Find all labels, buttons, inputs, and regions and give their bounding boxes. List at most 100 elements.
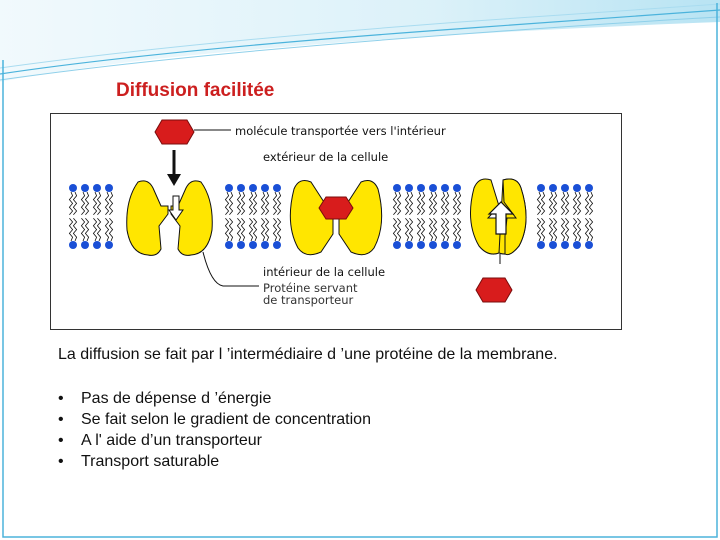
- lipid-tail: [260, 191, 266, 216]
- lipid-tail: [264, 217, 270, 242]
- lipid-tail: [104, 217, 110, 242]
- lipid-tail: [588, 217, 594, 242]
- label-interior: intérieur de la cellule: [263, 265, 385, 279]
- lipid-tail: [452, 191, 458, 216]
- lipid-tail: [240, 217, 246, 242]
- lipid-tail: [432, 191, 438, 216]
- lipid-tail: [428, 217, 434, 242]
- lipid-head: [429, 184, 437, 192]
- bullet-text: Transport saturable: [81, 453, 220, 470]
- bullet-text: Se fait selon le gradient de concentrati…: [81, 411, 371, 428]
- lipid-tail: [396, 217, 402, 242]
- lipid-head: [453, 184, 461, 192]
- lipid-tail: [548, 191, 554, 216]
- lipid-head: [561, 184, 569, 192]
- lipid-tail: [536, 191, 542, 216]
- lipid-head: [585, 241, 593, 249]
- lipid-head: [273, 184, 281, 192]
- lipid-tail: [548, 217, 554, 242]
- lipid-head: [273, 241, 281, 249]
- lipid-head: [453, 241, 461, 249]
- lipid-tail: [272, 191, 278, 216]
- transport-protein-center: [289, 180, 383, 256]
- lipid-head: [81, 184, 89, 192]
- lipid-head: [417, 241, 425, 249]
- lipid-head: [405, 184, 413, 192]
- lipid-head: [573, 184, 581, 192]
- bullet-list: •Pas de dépense d ’énergie • Se fait selo…: [58, 388, 371, 472]
- lipid-head: [93, 184, 101, 192]
- diagram-caption: La diffusion se fait par l ’intermédiair…: [58, 346, 558, 363]
- lipid-tail: [584, 217, 590, 242]
- lipid-head: [237, 241, 245, 249]
- lipid-tail: [392, 217, 398, 242]
- slide-title: Diffusion facilitée: [116, 80, 275, 101]
- label-molecule: molécule transportée vers l'intérieur: [235, 124, 446, 138]
- lipid-tail: [440, 217, 446, 242]
- lipid-tail: [228, 191, 234, 216]
- lipid-head: [405, 241, 413, 249]
- lipid-head: [93, 241, 101, 249]
- lipid-tail: [248, 191, 254, 216]
- lipid-tail: [404, 191, 410, 216]
- lipid-tail: [72, 191, 78, 216]
- lipid-bilayer: [68, 184, 594, 249]
- arrow-left-down: [167, 150, 184, 221]
- label-protein-line1: Protéine servant: [263, 281, 358, 295]
- lipid-head: [225, 184, 233, 192]
- lipid-tail: [552, 217, 558, 242]
- lipid-tail: [236, 217, 242, 242]
- lipid-tail: [408, 191, 414, 216]
- lipid-head: [105, 184, 113, 192]
- lipid-tail: [272, 217, 278, 242]
- lipid-tail: [236, 191, 242, 216]
- lipid-tail: [68, 217, 74, 242]
- lipid-tail: [276, 217, 282, 242]
- arrow-right-up: [487, 201, 515, 264]
- molecule-inside: [475, 277, 513, 303]
- lipid-head: [105, 241, 113, 249]
- bullet-text: A l' aide d’un transporteur: [81, 432, 262, 449]
- bullet-item: •Pas de dépense d ’énergie: [58, 388, 371, 409]
- lipid-tail: [104, 191, 110, 216]
- lipid-tail: [84, 217, 90, 242]
- lipid-tail: [84, 191, 90, 216]
- lipid-tail: [276, 191, 282, 216]
- bullet-item: •A l' aide d’un transporteur: [58, 430, 371, 451]
- lipid-head: [573, 241, 581, 249]
- bullet-symbol: •: [58, 411, 64, 428]
- lipid-head: [69, 241, 77, 249]
- lipid-tail: [96, 217, 102, 242]
- lipid-tail: [552, 191, 558, 216]
- lipid-tail: [564, 217, 570, 242]
- lipid-tail: [252, 191, 258, 216]
- lipid-head: [417, 184, 425, 192]
- lipid-tail: [392, 191, 398, 216]
- lipid-tail: [456, 217, 462, 242]
- lipid-tail: [584, 191, 590, 216]
- lipid-head: [69, 184, 77, 192]
- lipid-tail: [404, 217, 410, 242]
- lipid-tail: [572, 217, 578, 242]
- lipid-tail: [224, 191, 230, 216]
- lipid-head: [549, 241, 557, 249]
- lipid-tail: [80, 191, 86, 216]
- lipid-head: [537, 241, 545, 249]
- lipid-tail: [428, 191, 434, 216]
- lipid-tail: [260, 217, 266, 242]
- lipid-tail: [576, 217, 582, 242]
- lipid-tail: [536, 217, 542, 242]
- lipid-head: [81, 241, 89, 249]
- lipid-tail: [432, 217, 438, 242]
- lipid-tail: [420, 217, 426, 242]
- lipid-head: [237, 184, 245, 192]
- lipid-tail: [228, 217, 234, 242]
- molecule-in-channel: [318, 196, 354, 220]
- lipid-head: [261, 241, 269, 249]
- lipid-tail: [248, 217, 254, 242]
- lipid-head: [585, 184, 593, 192]
- lipid-tail: [108, 217, 114, 242]
- lipid-tail: [588, 191, 594, 216]
- lipid-head: [441, 241, 449, 249]
- label-exterior: extérieur de la cellule: [263, 150, 388, 164]
